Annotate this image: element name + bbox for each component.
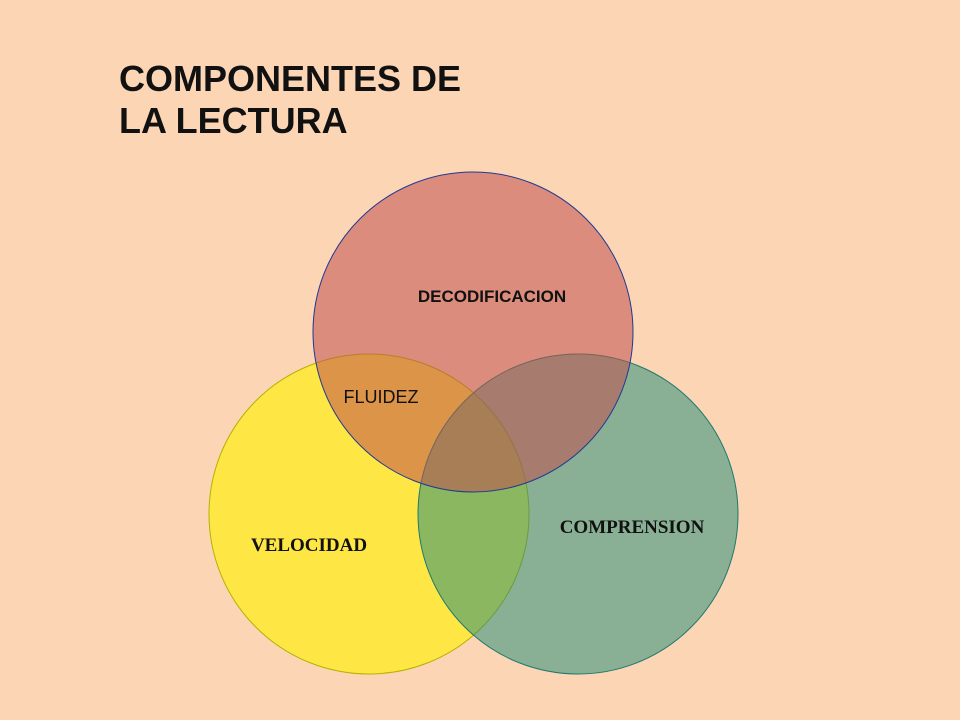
velocidad-label: VELOCIDAD — [251, 535, 367, 556]
decodificacion-label: DECODIFICACION — [418, 287, 566, 306]
slide-title: COMPONENTES DE LA LECTURA — [119, 58, 461, 142]
decodificacion-circle — [312, 171, 634, 493]
fluidez-label: FLUIDEZ — [343, 387, 418, 407]
comprension-label: COMPRENSION — [560, 517, 705, 538]
title-line-2: LA LECTURA — [119, 100, 348, 141]
title-line-1: COMPONENTES DE — [119, 58, 462, 99]
